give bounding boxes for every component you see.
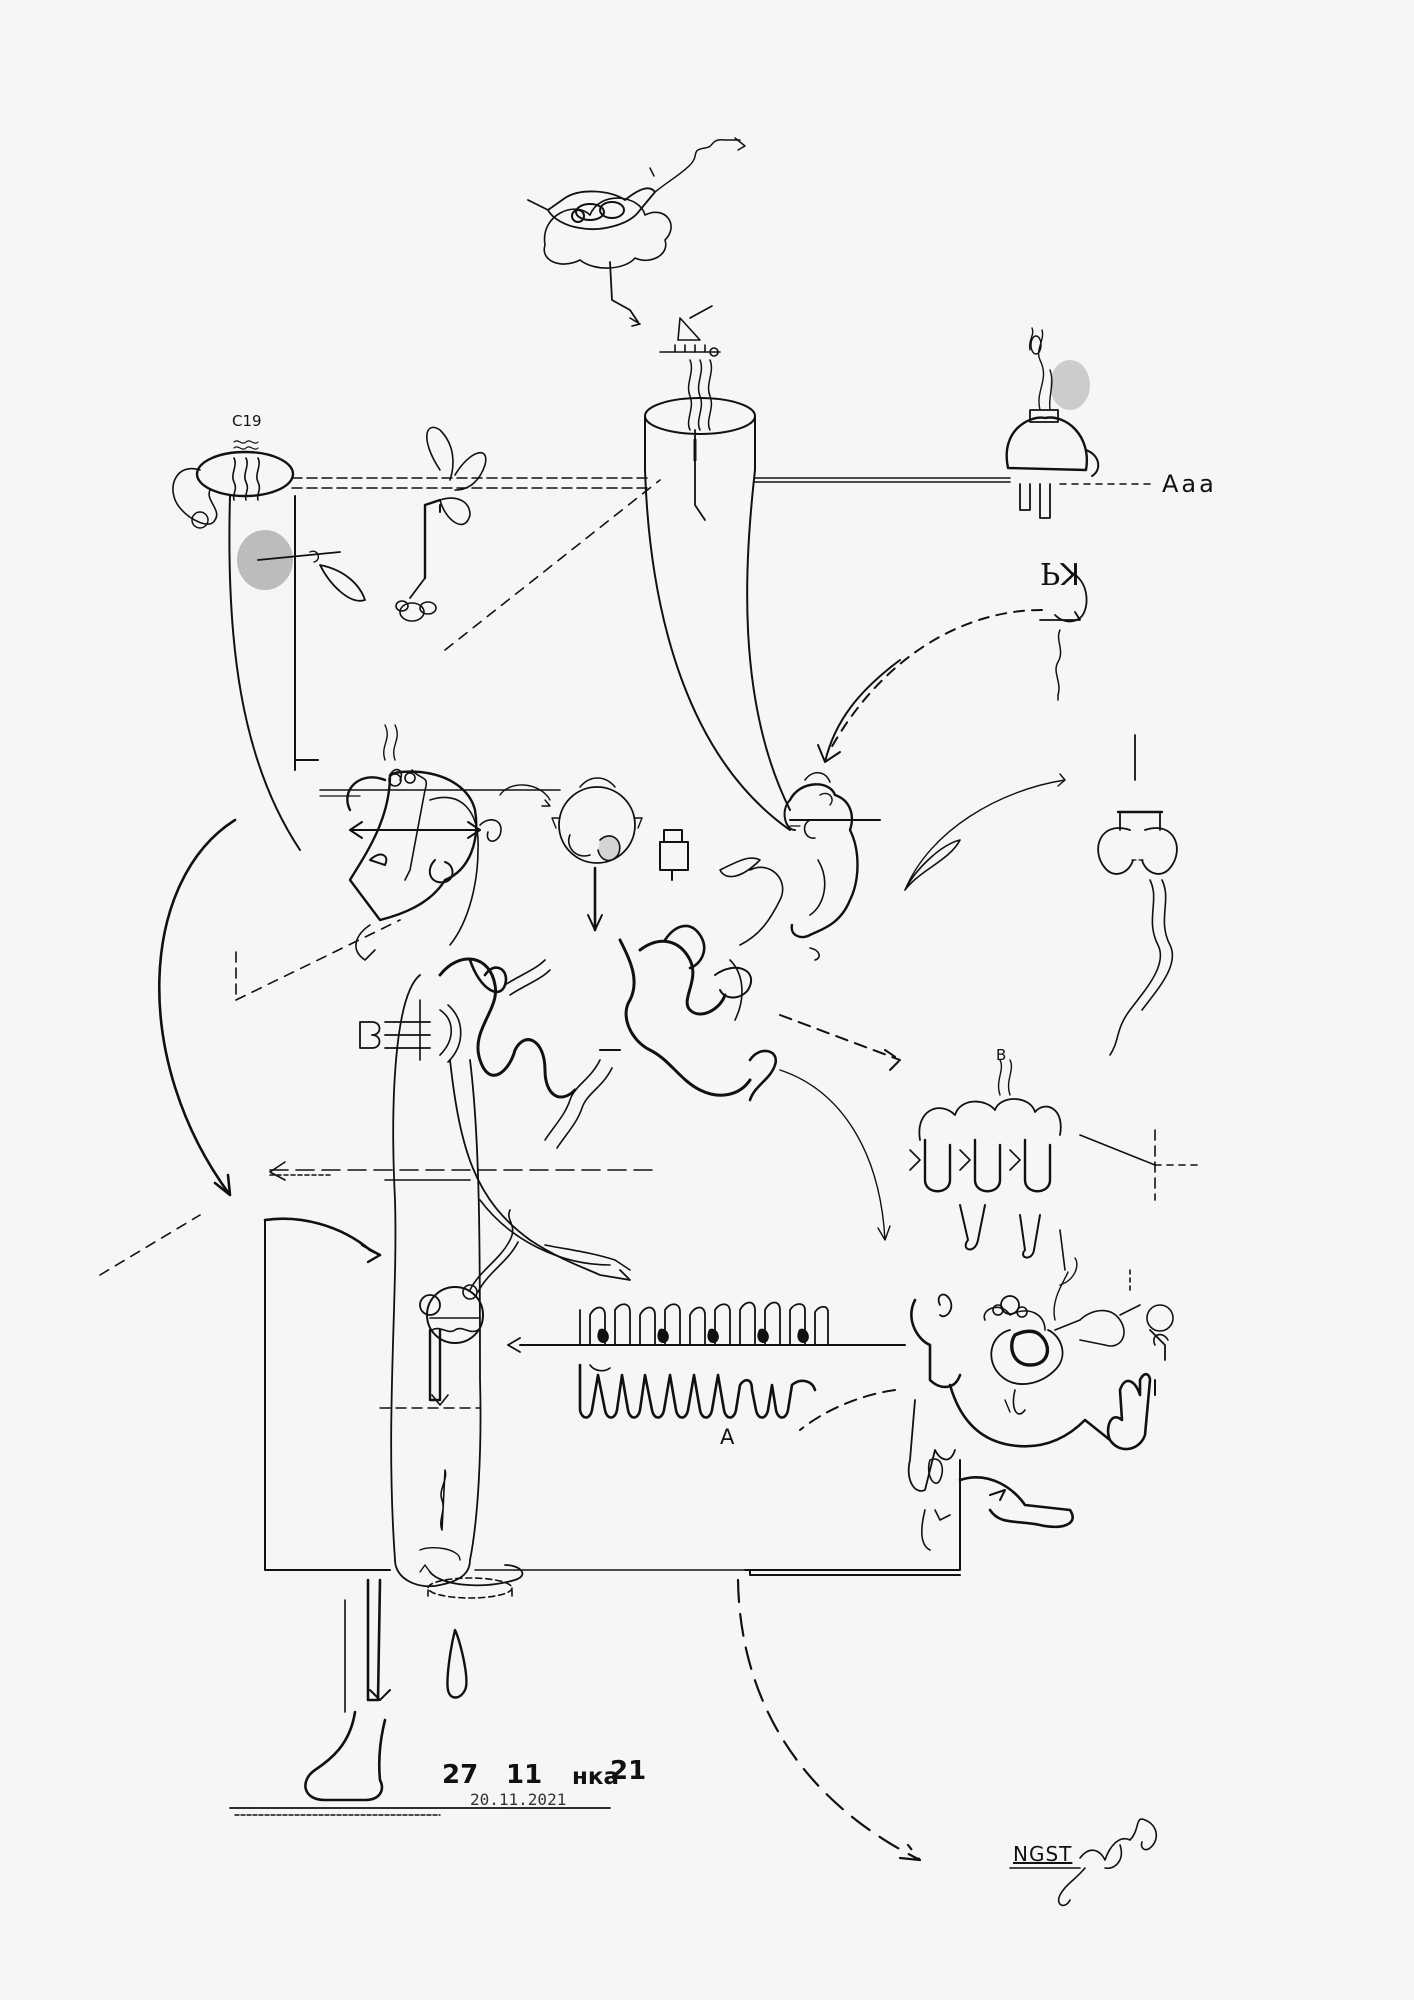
signature-doodle xyxy=(1010,1819,1156,1905)
left-dashed-lines xyxy=(100,480,660,1275)
label-ks-glyph: Ьꓘ xyxy=(1040,558,1080,593)
dashed-arc-ks xyxy=(830,610,1042,750)
pot-with-smoke xyxy=(1007,328,1099,518)
squiggle-lines-center xyxy=(505,960,612,1148)
date-month: 11 xyxy=(506,1760,543,1790)
dashed-arc-woman xyxy=(800,1390,895,1430)
label-b: B xyxy=(996,1046,1007,1064)
stipple-leaf xyxy=(237,530,365,601)
thin-curve-center xyxy=(780,1070,890,1240)
small-plug-figure xyxy=(660,830,688,880)
label-c19: C19 xyxy=(232,412,262,430)
small-leaf-right xyxy=(905,840,960,890)
striped-bulb xyxy=(420,1210,518,1405)
foot-figure xyxy=(230,1580,610,1815)
main-frame xyxy=(265,1219,960,1575)
date-day: 27 xyxy=(442,1760,479,1790)
signature-text: NGST xyxy=(1013,1842,1073,1866)
tall-standing-figure xyxy=(391,975,630,1586)
right-woman-figure xyxy=(911,1258,1173,1527)
main-figure-loops xyxy=(440,926,776,1100)
small-glyph-top xyxy=(660,306,720,356)
butterfly-figure xyxy=(396,427,486,621)
right-head-figure xyxy=(720,773,880,960)
right-lungs-figure xyxy=(1098,735,1177,1055)
thin-arc-right xyxy=(905,774,1065,890)
a-zigzag-row xyxy=(508,1303,905,1418)
bottom-dashed-arc xyxy=(738,1580,920,1860)
date-year: 21 xyxy=(610,1756,647,1786)
round-face-figure xyxy=(500,778,642,930)
label-a: A xyxy=(720,1425,735,1449)
dashed-arrow-center xyxy=(780,1015,900,1070)
date-stamp: 20.11.2021 xyxy=(470,1790,567,1809)
left-b-glyph xyxy=(360,1005,461,1062)
nose-glyph xyxy=(1040,572,1087,700)
top-horizontal-line xyxy=(292,478,1150,488)
left-big-arc xyxy=(159,820,235,1195)
right-dashed-lines xyxy=(1080,1130,1200,1292)
bird-cloud-figure xyxy=(528,138,745,326)
left-head-figure xyxy=(320,725,560,960)
drip-swirl xyxy=(428,1578,512,1698)
b-hanging-figure xyxy=(910,1060,1065,1270)
central-tube xyxy=(645,360,790,830)
solid-arrow-ks xyxy=(818,660,900,762)
date-suffix: нка xyxy=(572,1764,620,1790)
small-figure-left-a xyxy=(909,1400,955,1550)
label-aaa: Aaa xyxy=(1162,470,1217,498)
c19-capsule xyxy=(173,441,318,850)
